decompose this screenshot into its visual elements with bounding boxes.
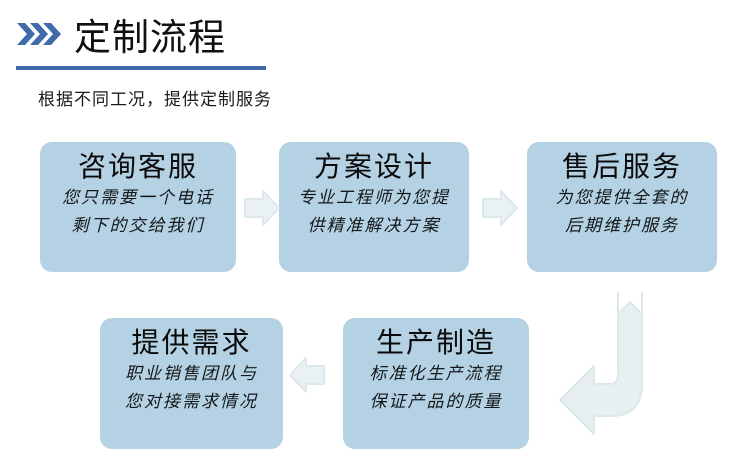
flow-step-line: 后期维护服务 xyxy=(565,216,679,236)
flow-step-line: 为您提供全套的 xyxy=(555,188,689,208)
flow-step-box-3[interactable]: 售后服务 为您提供全套的 后期维护服务 xyxy=(527,142,717,272)
flow-step-title: 方案设计 xyxy=(313,150,434,183)
flow-step-line: 您只需要一个电话 xyxy=(62,188,214,208)
page-header: 定制流程 xyxy=(16,18,226,58)
triple-chevron-right-icon xyxy=(16,21,64,52)
flow-step-line: 职业销售团队与 xyxy=(125,364,258,384)
page-subtitle: 根据不同工况，提供定制服务 xyxy=(38,90,272,110)
flow-step-line: 供精准解决方案 xyxy=(307,216,441,236)
flow-step-title: 生产制造 xyxy=(375,326,496,359)
arrow-left-icon xyxy=(288,355,326,395)
flow-step-box-2[interactable]: 方案设计 专业工程师为您提 供精准解决方案 xyxy=(279,142,469,272)
flow-step-box-4[interactable]: 提供需求 职业销售团队与 您对接需求情况 xyxy=(100,318,283,449)
arrow-right-icon xyxy=(481,188,519,228)
flow-step-title: 提供需求 xyxy=(131,326,252,359)
flow-step-line: 标准化生产流程 xyxy=(369,364,503,384)
flow-step-line: 剩下的交给我们 xyxy=(71,216,205,236)
arrow-right-icon xyxy=(243,188,281,228)
title-underline xyxy=(16,66,266,70)
flow-step-line: 专业工程师为您提 xyxy=(298,188,450,208)
arrow-u-turn-down-left-icon xyxy=(556,288,666,453)
flow-step-box-1[interactable]: 咨询客服 您只需要一个电话 剩下的交给我们 xyxy=(40,142,236,272)
flow-step-box-5[interactable]: 生产制造 标准化生产流程 保证产品的质量 xyxy=(343,318,529,449)
flow-step-title: 售后服务 xyxy=(561,150,682,183)
flow-step-title: 咨询客服 xyxy=(77,150,198,183)
flow-step-line: 保证产品的质量 xyxy=(369,392,503,412)
flow-step-line: 您对接需求情况 xyxy=(125,392,258,412)
page-title: 定制流程 xyxy=(74,16,226,59)
